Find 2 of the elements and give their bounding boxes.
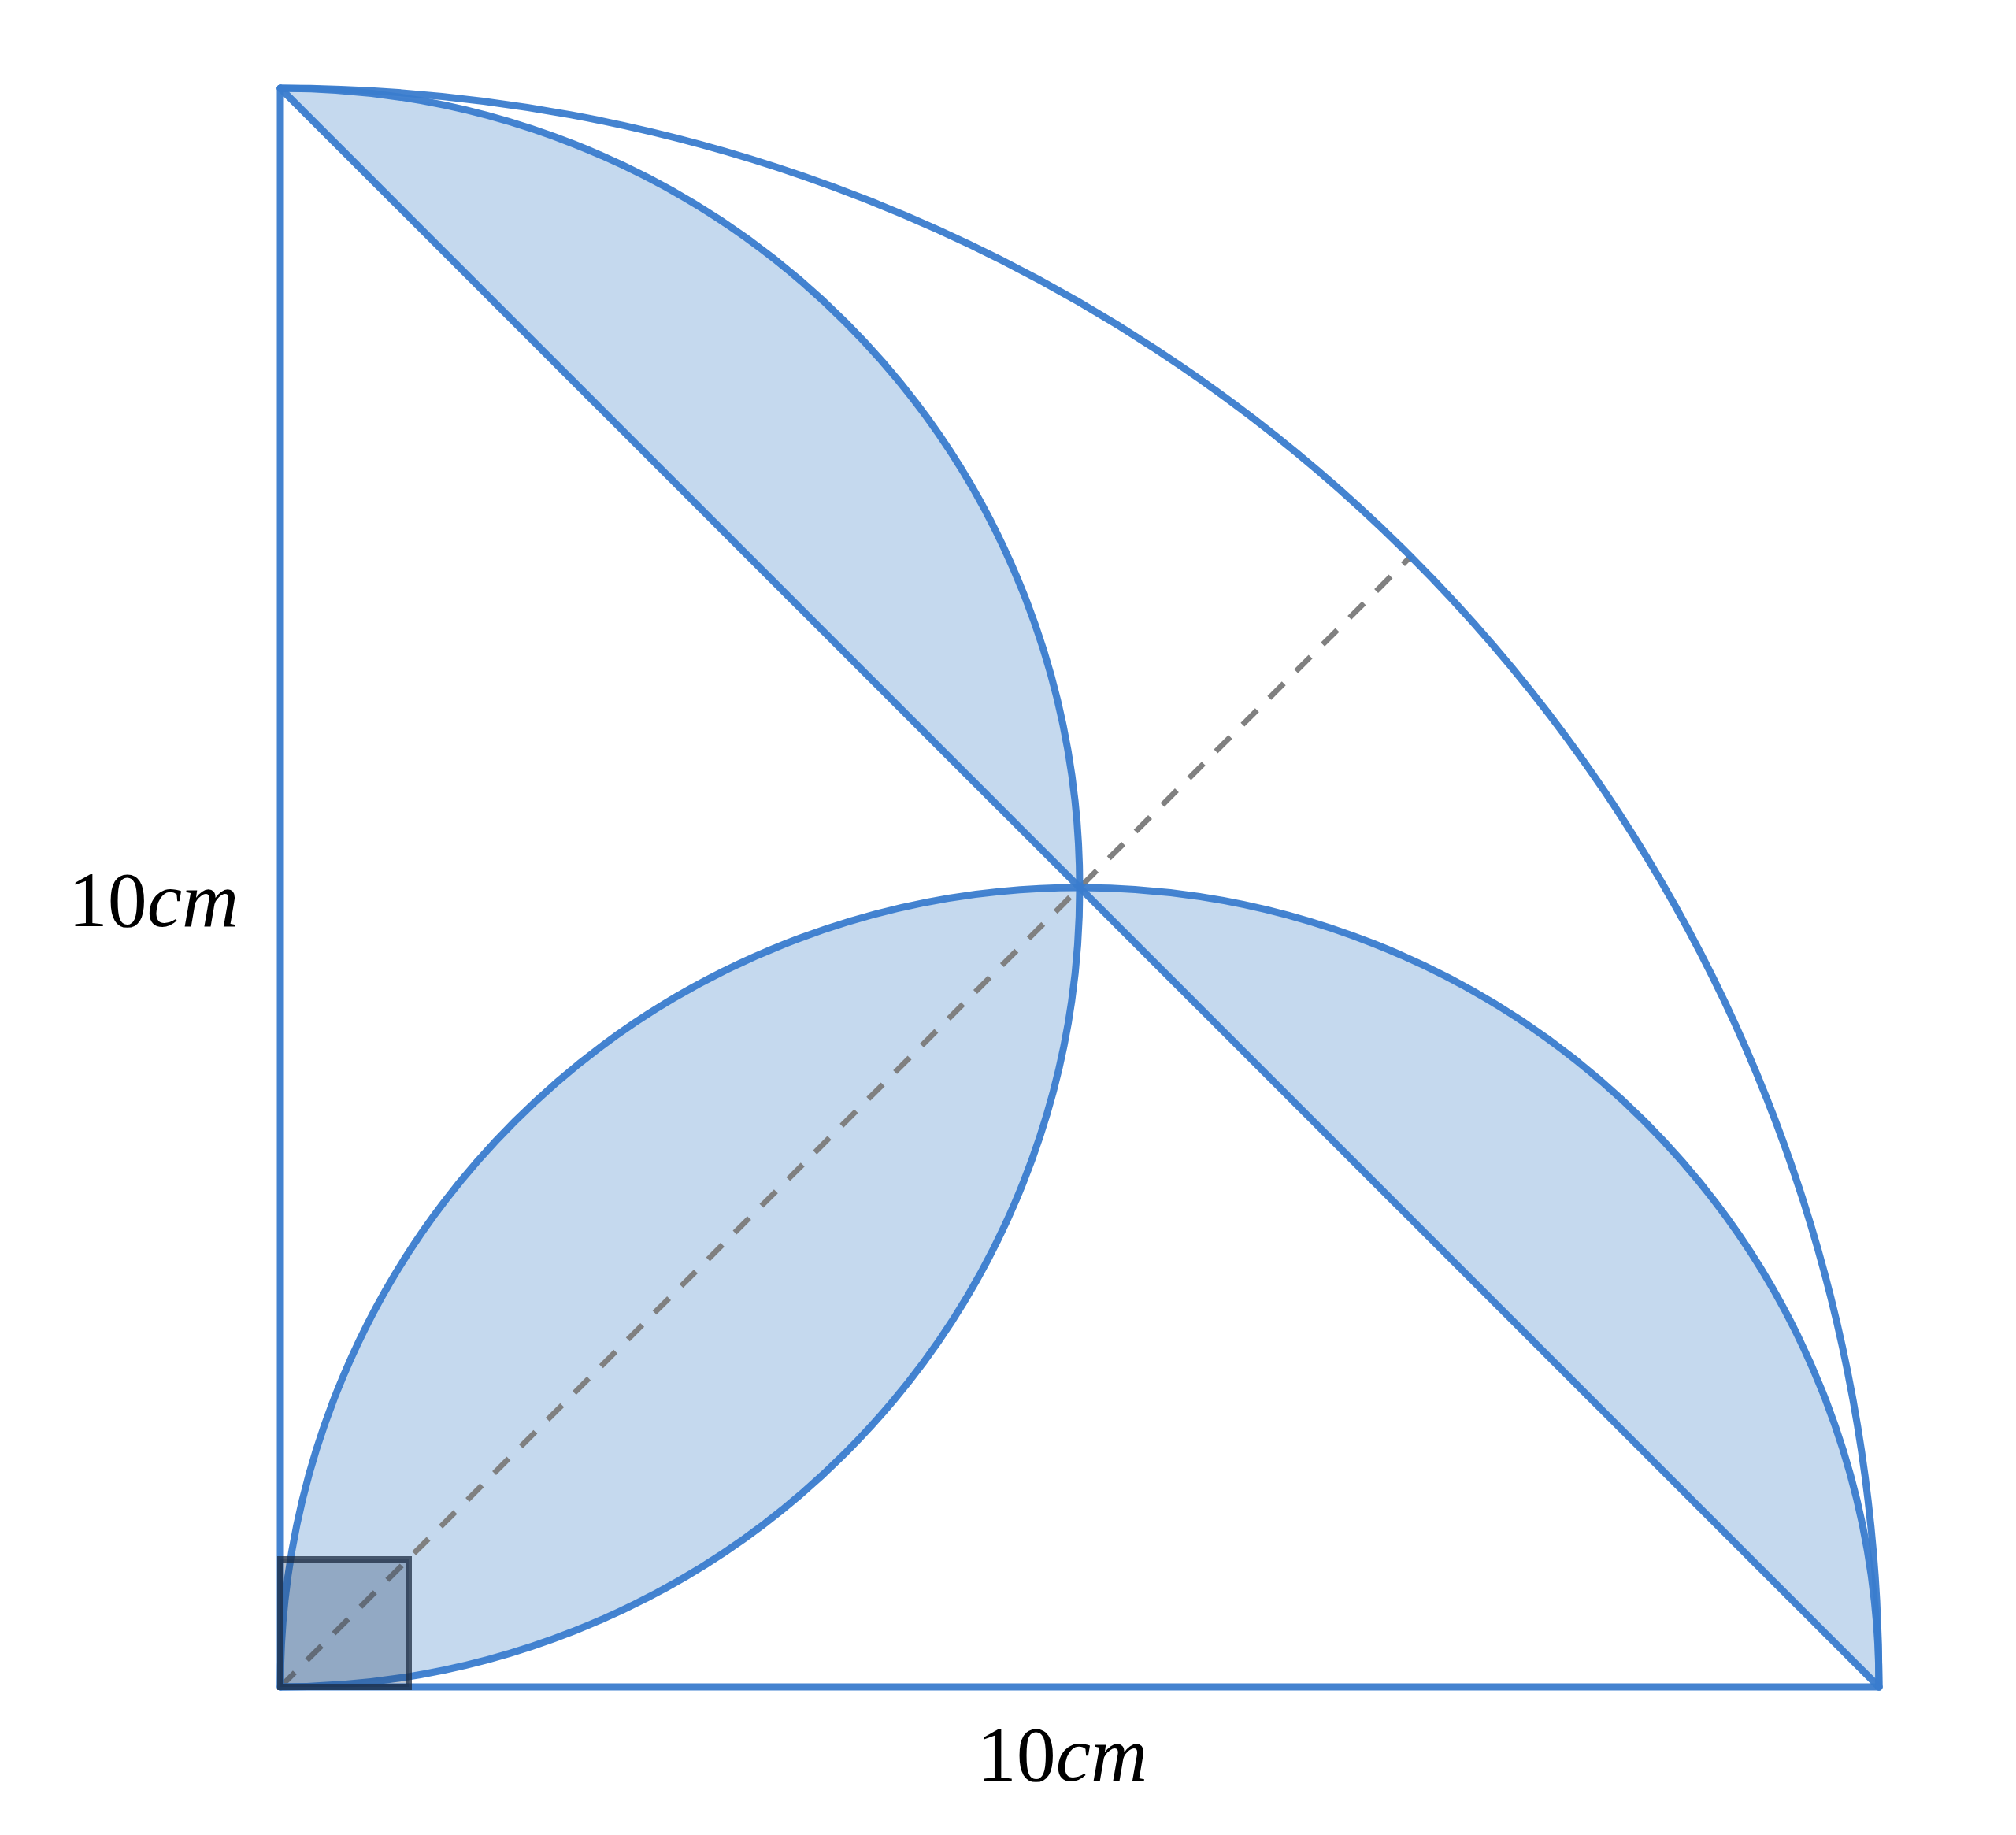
- dimension-label: 10cm: [68, 861, 239, 940]
- dimension-label: 10cm: [976, 1715, 1148, 1794]
